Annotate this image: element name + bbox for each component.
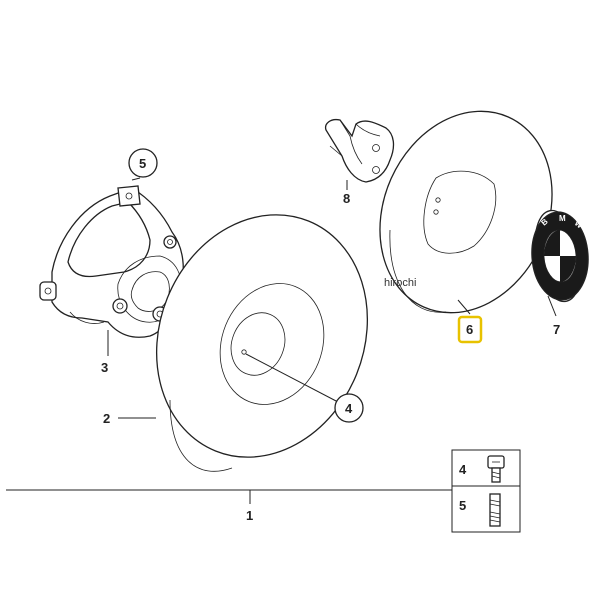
bmw-emblem-part-7: B M W	[531, 209, 589, 303]
legend-row-5-number: 5	[459, 498, 466, 513]
stud-bolt-icon	[489, 493, 501, 527]
callout-2: 2	[103, 411, 110, 426]
emblem-letter-b: B	[540, 217, 550, 228]
screw-icon	[487, 455, 505, 483]
emblem-letter-m: M	[559, 214, 566, 223]
callout-1: 1	[246, 508, 253, 523]
brake-disc-part-2	[155, 214, 369, 472]
legend-box	[451, 449, 521, 533]
clip-part-8	[324, 118, 395, 183]
watermark-text: hirochi	[384, 277, 416, 289]
legend-row-4-number: 4	[459, 462, 467, 477]
caliper-bracket-part-3	[39, 185, 184, 338]
highlight-box-part-6	[457, 315, 483, 344]
callout-7: 7	[553, 322, 560, 337]
callout-5: 5	[139, 156, 146, 171]
callout-6: 6	[466, 322, 473, 337]
callout-4: 4	[345, 401, 353, 416]
callout-8: 8	[343, 191, 350, 206]
callout-3: 3	[101, 360, 108, 375]
emblem-letter-w: W	[573, 219, 585, 231]
